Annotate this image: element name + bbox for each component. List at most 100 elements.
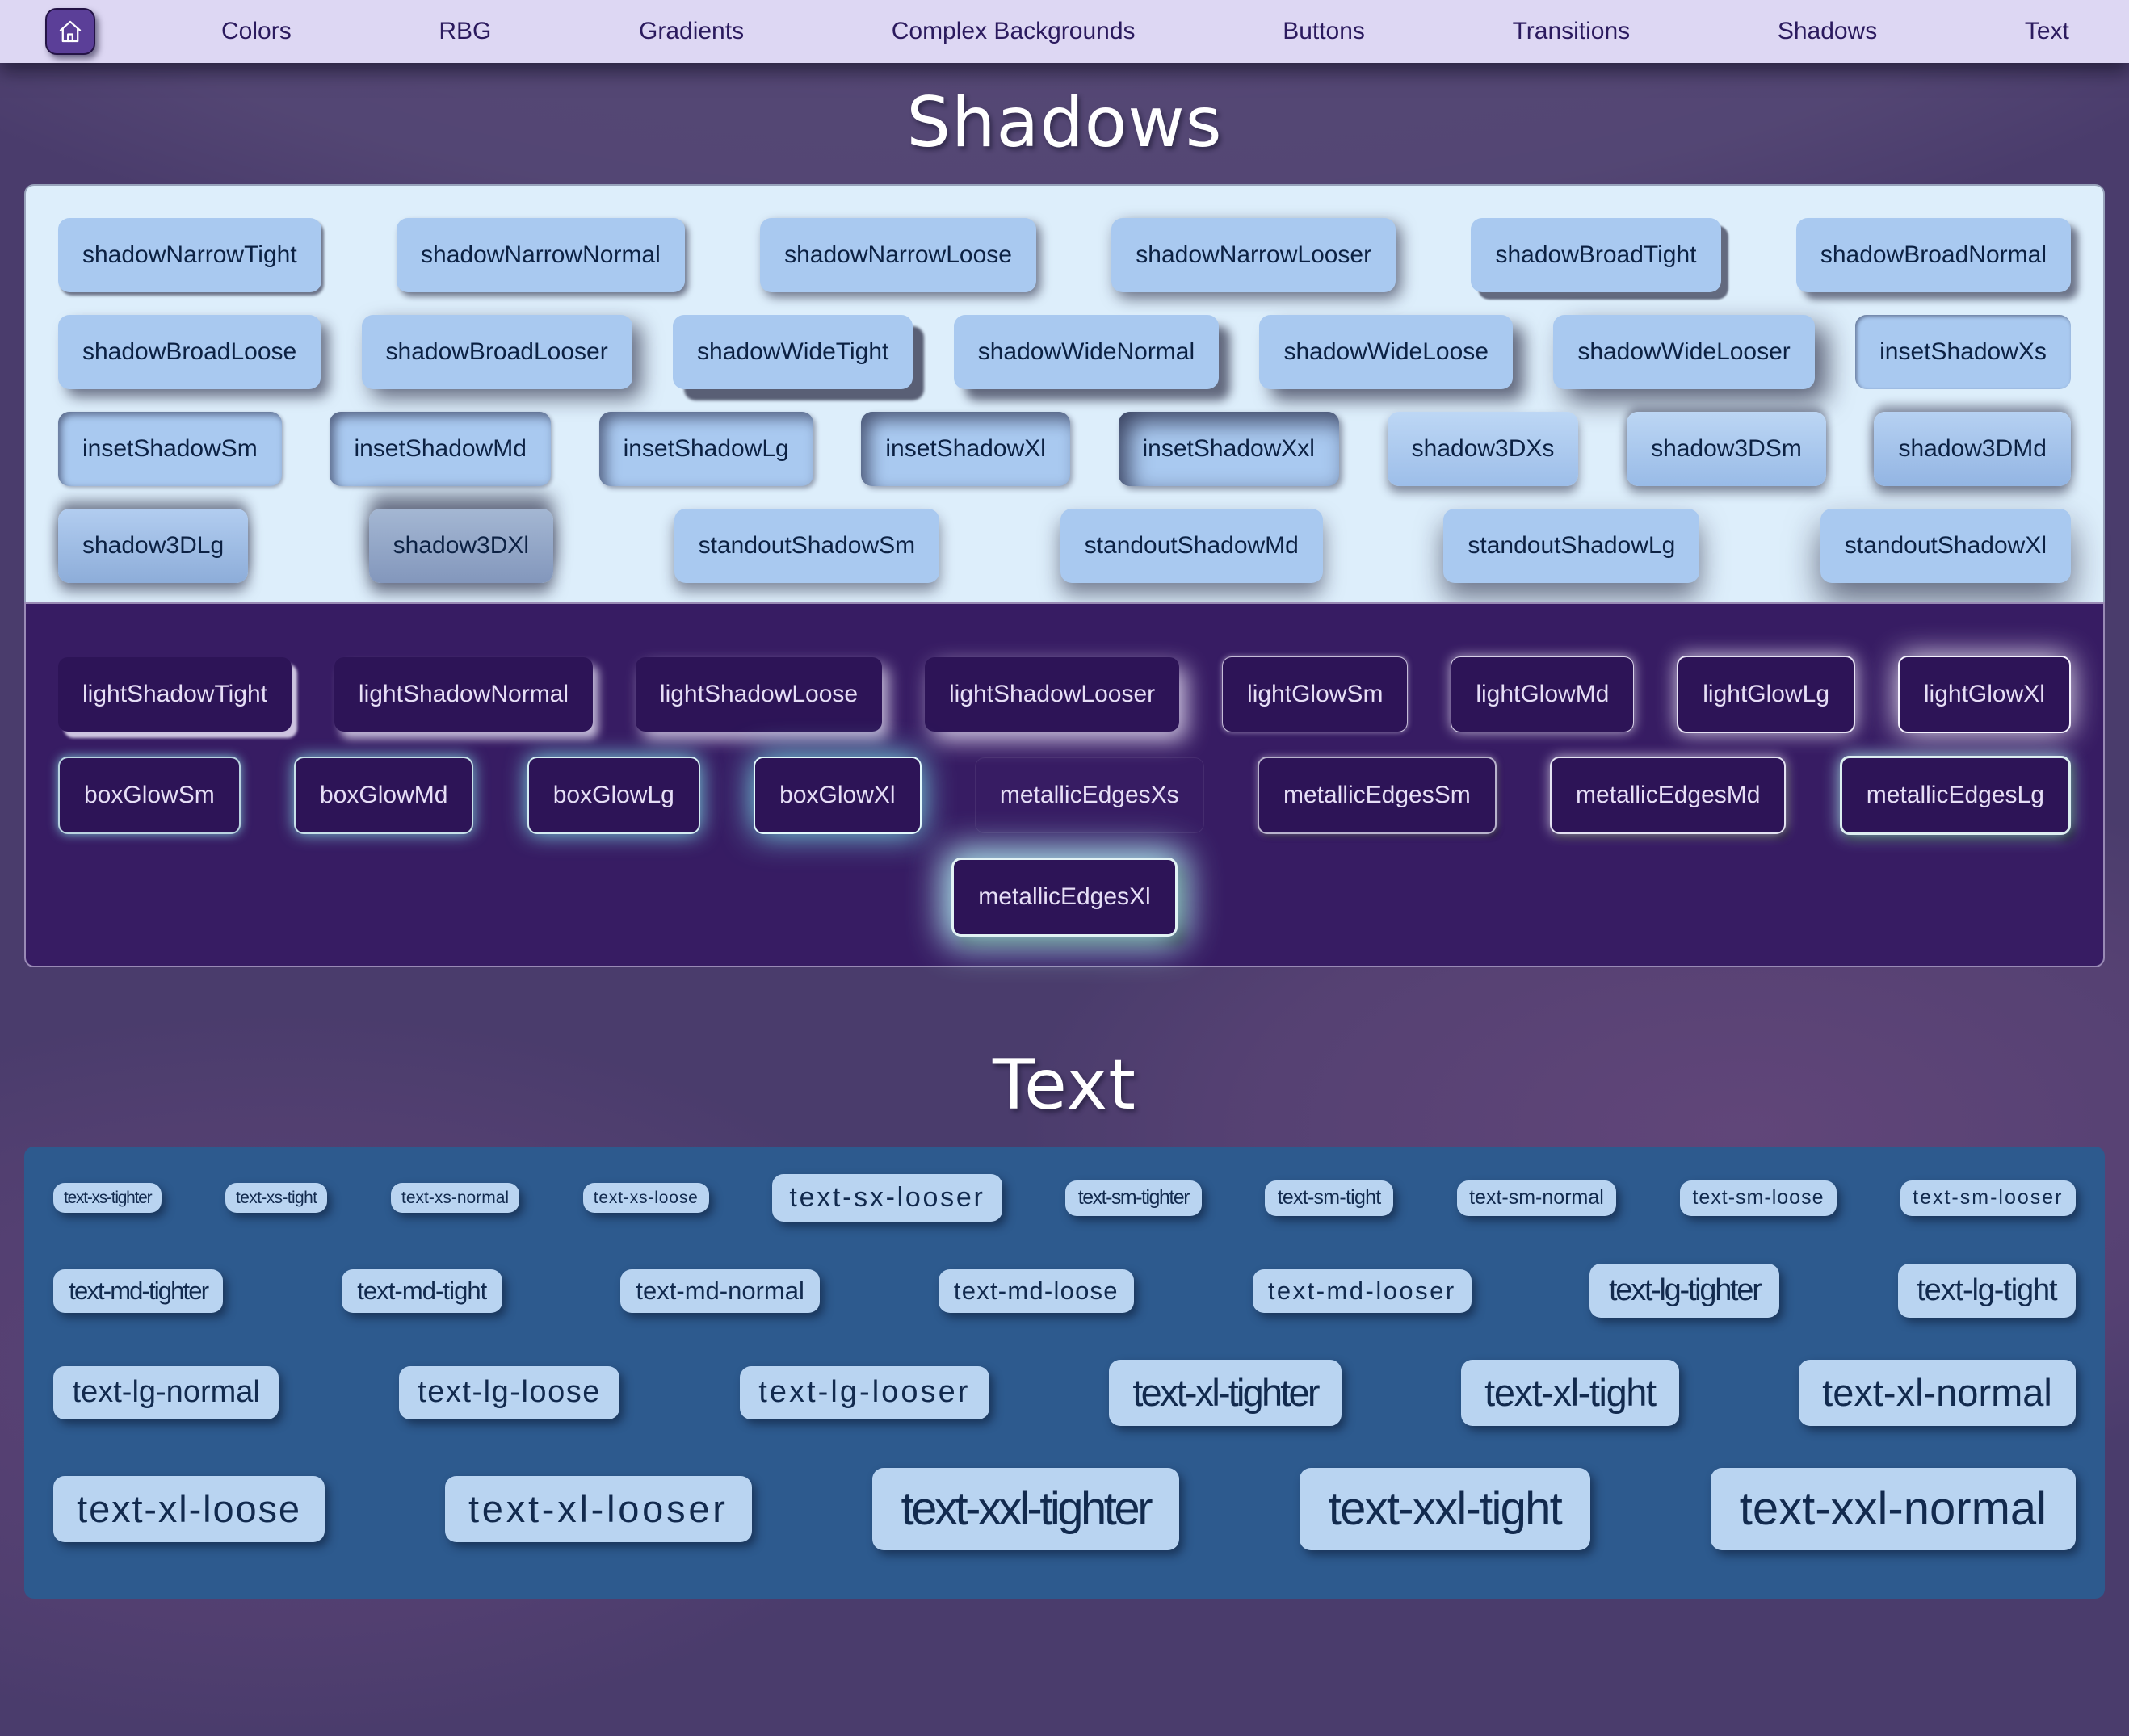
house-icon <box>57 18 84 45</box>
shadow-demo-shadowbroadloose[interactable]: shadowBroadLoose <box>58 315 321 389</box>
text-demo-text-sm-loose[interactable]: text-sm-loose <box>1679 1180 1837 1216</box>
top-navigation-bar: Colors RBG Gradients Complex Backgrounds But… <box>0 0 2129 63</box>
home-button[interactable] <box>45 8 95 55</box>
glow-demo-lightshadowloose[interactable]: lightShadowLoose <box>635 657 883 732</box>
text-demo-text-sx-looser[interactable]: text-sx-looser <box>772 1174 1002 1222</box>
shadow-demo-row: shadowNarrowTight shadowNarrowNormal shado… <box>26 218 2103 292</box>
shadow-demo-insetshadowxl[interactable]: insetShadowXl <box>861 412 1070 486</box>
glow-demo-metallicedgesxl[interactable]: metallicEdgesXl <box>951 858 1178 937</box>
text-demo-text-md-tighter[interactable]: text-md-tighter <box>53 1268 224 1313</box>
shadow-demos-dark-panel: lightShadowTight lightShadowNormal lightSh… <box>24 602 2105 967</box>
shadow-demo-standoutshadowmd[interactable]: standoutShadowMd <box>1060 509 1323 583</box>
text-demo-text-xs-normal[interactable]: text-xs-normal <box>391 1183 520 1214</box>
shadow-demo-shadownarrowloose[interactable]: shadowNarrowLoose <box>760 218 1036 292</box>
text-section-title: Text <box>993 1045 1136 1126</box>
text-demo-text-sm-looser[interactable]: text-sm-looser <box>1900 1180 2076 1216</box>
text-demo-text-xxl-normal[interactable]: text-xxl-normal <box>1710 1468 2076 1550</box>
nav-item-transitions[interactable]: Transitions <box>1508 17 1636 46</box>
text-demo-text-xxl-tighter[interactable]: text-xxl-tighter <box>871 1468 1179 1550</box>
shadow-demo-row: insetShadowSm insetShadowMd insetShadowLg i… <box>26 412 2103 486</box>
shadow-demo-shadow3dmd[interactable]: shadow3DMd <box>1874 412 2071 486</box>
text-demo-row: text-lg-normal text-lg-loose text-lg-loose… <box>24 1359 2105 1427</box>
shadow-demo-shadowwideloose[interactable]: shadowWideLoose <box>1259 315 1513 389</box>
text-demo-text-lg-tight[interactable]: text-lg-tight <box>1897 1264 2076 1318</box>
shadow-demo-shadow3dsm[interactable]: shadow3DSm <box>1627 412 1826 486</box>
nav-item-shadows[interactable]: Shadows <box>1773 17 1882 46</box>
shadow-demo-insetshadowlg[interactable]: insetShadowLg <box>598 412 813 486</box>
text-demo-text-sm-tighter[interactable]: text-sm-tighter <box>1065 1180 1202 1216</box>
nav-item-complex-backgrounds[interactable]: Complex Backgrounds <box>887 17 1140 46</box>
glow-demo-metallicedgessm[interactable]: metallicEdgesSm <box>1257 757 1497 834</box>
shadow-demo-shadownarrowlooser[interactable]: shadowNarrowLooser <box>1111 218 1396 292</box>
text-demo-text-lg-looser[interactable]: text-lg-looser <box>739 1365 989 1420</box>
shadow-demo-insetshadowxxl[interactable]: insetShadowXxl <box>1118 412 1339 486</box>
glow-demo-lightshadowtight[interactable]: lightShadowTight <box>58 657 292 732</box>
glow-demo-boxglowmd[interactable]: boxGlowMd <box>294 757 474 834</box>
text-demo-text-xl-normal[interactable]: text-xl-normal <box>1799 1359 2076 1427</box>
text-demo-text-lg-loose[interactable]: text-lg-loose <box>398 1365 620 1420</box>
shadow-demo-row: shadow3DLg shadow3DXl standoutShadowSm stan… <box>26 509 2103 583</box>
shadow-demo-shadowbroadnormal[interactable]: shadowBroadNormal <box>1795 218 2071 292</box>
glow-demo-metallicedgesxs[interactable]: metallicEdgesXs <box>974 757 1204 833</box>
text-demo-text-sm-normal[interactable]: text-sm-normal <box>1456 1180 1617 1216</box>
nav-item-text[interactable]: Text <box>2020 17 2074 46</box>
shadow-demo-row: shadowBroadLoose shadowBroadLooser shadowW… <box>26 315 2103 389</box>
nav-item-gradients[interactable]: Gradients <box>634 17 749 46</box>
glow-demo-metallicedgesmd[interactable]: metallicEdgesMd <box>1550 757 1787 834</box>
shadow-demo-standoutshadowlg[interactable]: standoutShadowLg <box>1443 509 1700 583</box>
shadow-demo-shadowbroadtight[interactable]: shadowBroadTight <box>1471 218 1721 292</box>
text-demo-row: text-xl-loose text-xl-looser text-xxl-tigh… <box>24 1468 2105 1550</box>
shadow-demo-shadow3dlg[interactable]: shadow3DLg <box>58 509 249 583</box>
shadow-demo-shadowwidenormal[interactable]: shadowWideNormal <box>953 315 1220 389</box>
glow-demo-row: metallicEdgesXl <box>26 858 2103 937</box>
text-demo-row: text-md-tighter text-md-tight text-md-norm… <box>24 1264 2105 1318</box>
shadow-demo-shadowbroadlooser[interactable]: shadowBroadLooser <box>361 315 632 389</box>
text-demo-text-xs-tight[interactable]: text-xs-tight <box>225 1183 328 1214</box>
shadow-demo-shadownarrowtight[interactable]: shadowNarrowTight <box>58 218 321 292</box>
nav-item-rbg[interactable]: RBG <box>434 17 496 46</box>
glow-demo-boxglowsm[interactable]: boxGlowSm <box>58 757 241 834</box>
glow-demo-lightglowmd[interactable]: lightGlowMd <box>1451 656 1635 732</box>
text-demo-text-xs-tighter[interactable]: text-xs-tighter <box>53 1183 162 1214</box>
nav-item-colors[interactable]: Colors <box>216 17 296 46</box>
shadow-demo-shadowwidelooser[interactable]: shadowWideLooser <box>1553 315 1815 389</box>
text-demo-text-md-tight[interactable]: text-md-tight <box>341 1268 502 1313</box>
shadow-demos-light-panel: shadowNarrowTight shadowNarrowNormal shado… <box>24 184 2105 602</box>
shadow-demo-insetshadowxs[interactable]: insetShadowXs <box>1855 315 2071 389</box>
text-demo-text-xxl-tight[interactable]: text-xxl-tight <box>1299 1468 1590 1550</box>
glow-demo-boxglowlg[interactable]: boxGlowLg <box>527 757 700 834</box>
shadow-demo-shadow3dxs[interactable]: shadow3DXs <box>1387 412 1579 486</box>
text-demo-text-md-looser[interactable]: text-md-looser <box>1252 1268 1472 1313</box>
text-demo-text-md-loose[interactable]: text-md-loose <box>938 1268 1134 1313</box>
glow-demo-lightglowxl[interactable]: lightGlowXl <box>1897 656 2071 733</box>
text-demo-text-lg-normal[interactable]: text-lg-normal <box>53 1365 279 1420</box>
glow-demo-metallicedgeslg[interactable]: metallicEdgesLg <box>1839 756 2071 835</box>
text-demo-text-xl-loose[interactable]: text-xl-loose <box>53 1475 325 1543</box>
shadow-demo-shadownarrownormal[interactable]: shadowNarrowNormal <box>397 218 685 292</box>
shadows-section-title: Shadows <box>906 82 1223 163</box>
shadow-demo-standoutshadowsm[interactable]: standoutShadowSm <box>674 509 940 583</box>
glow-demo-lightglowlg[interactable]: lightGlowLg <box>1677 656 1856 733</box>
shadow-demo-shadow3dxl[interactable]: shadow3DXl <box>368 509 554 583</box>
glow-demo-boxglowxl[interactable]: boxGlowXl <box>754 757 922 834</box>
glow-demo-row: lightShadowTight lightShadowNormal lightSh… <box>26 656 2103 733</box>
text-demos-panel: text-xs-tighter text-xs-tight text-xs-norm… <box>24 1147 2105 1599</box>
glow-demo-lightglowsm[interactable]: lightGlowSm <box>1222 656 1409 732</box>
nav-item-buttons[interactable]: Buttons <box>1278 17 1370 46</box>
shadow-demo-insetshadowmd[interactable]: insetShadowMd <box>330 412 551 486</box>
glow-demo-lightshadownormal[interactable]: lightShadowNormal <box>334 657 594 732</box>
shadow-demo-insetshadowsm[interactable]: insetShadowSm <box>58 412 282 486</box>
nav-links: Colors RBG Gradients Complex Backgrounds But… <box>95 17 2129 46</box>
glow-demo-row: boxGlowSm boxGlowMd boxGlowLg boxGlowXl meta… <box>26 756 2103 835</box>
text-demo-text-md-normal[interactable]: text-md-normal <box>620 1268 821 1313</box>
glow-demo-lightshadowlooser[interactable]: lightShadowLooser <box>924 657 1180 732</box>
text-demo-text-xl-looser[interactable]: text-xl-looser <box>444 1475 752 1543</box>
text-demo-row: text-xs-tighter text-xs-tight text-xs-norm… <box>24 1174 2105 1222</box>
text-demo-text-xl-tighter[interactable]: text-xl-tighter <box>1109 1359 1342 1427</box>
text-demo-text-xs-loose[interactable]: text-xs-loose <box>582 1183 709 1214</box>
shadow-demo-standoutshadowxl[interactable]: standoutShadowXl <box>1820 509 2071 583</box>
text-demo-text-lg-tighter[interactable]: text-lg-tighter <box>1589 1264 1780 1318</box>
shadow-demo-shadowwidetight[interactable]: shadowWideTight <box>673 315 913 389</box>
text-demo-text-xl-tight[interactable]: text-xl-tight <box>1461 1359 1679 1427</box>
text-demo-text-sm-tight[interactable]: text-sm-tight <box>1265 1180 1393 1216</box>
